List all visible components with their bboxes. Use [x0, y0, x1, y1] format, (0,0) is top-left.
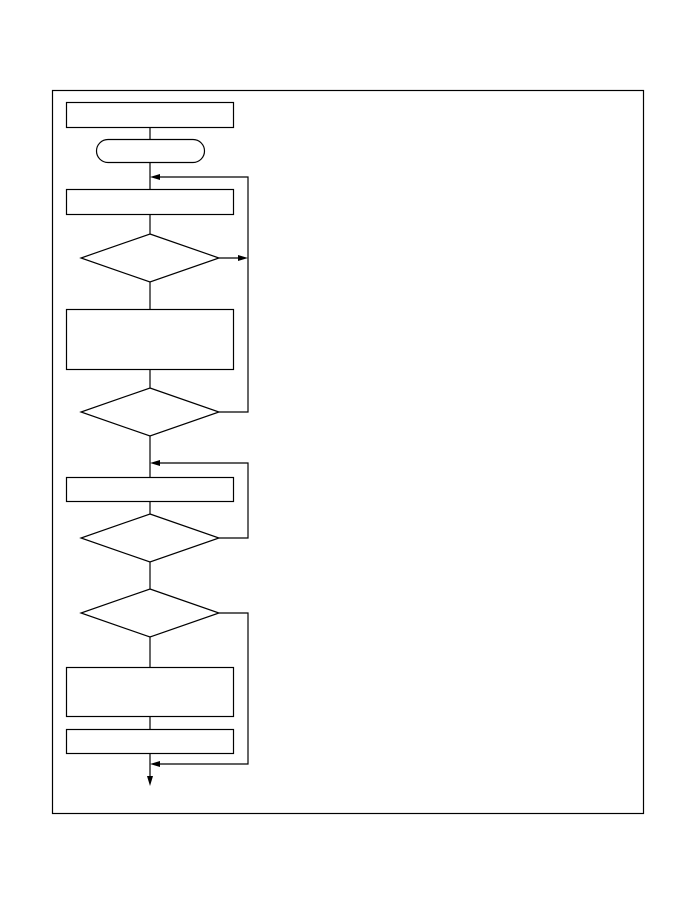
loop-2-arrowhead — [150, 460, 160, 466]
box-4 — [65, 476, 235, 503]
decision-4 — [79, 588, 221, 638]
box-3 — [65, 308, 235, 371]
decision1-side-arrowhead — [238, 255, 248, 261]
box-1 — [65, 101, 235, 129]
loop-1 — [150, 174, 249, 413]
loop-1-line — [160, 176, 249, 413]
bypass-branch — [150, 612, 249, 767]
box-5 — [65, 666, 235, 718]
loop-1-arrowhead — [150, 174, 160, 180]
loop-2 — [150, 460, 249, 539]
decision-3 — [79, 513, 221, 563]
bypass-arrowhead — [150, 761, 160, 767]
bypass-line — [160, 612, 249, 765]
box-2 — [65, 188, 235, 216]
loop-2-line — [160, 462, 249, 539]
terminal-1 — [95, 138, 206, 164]
box-6 — [65, 728, 235, 755]
decision-2 — [79, 387, 221, 437]
diagram-frame — [51, 89, 645, 815]
exit-arrowhead — [147, 776, 153, 786]
decision-1 — [79, 233, 221, 283]
